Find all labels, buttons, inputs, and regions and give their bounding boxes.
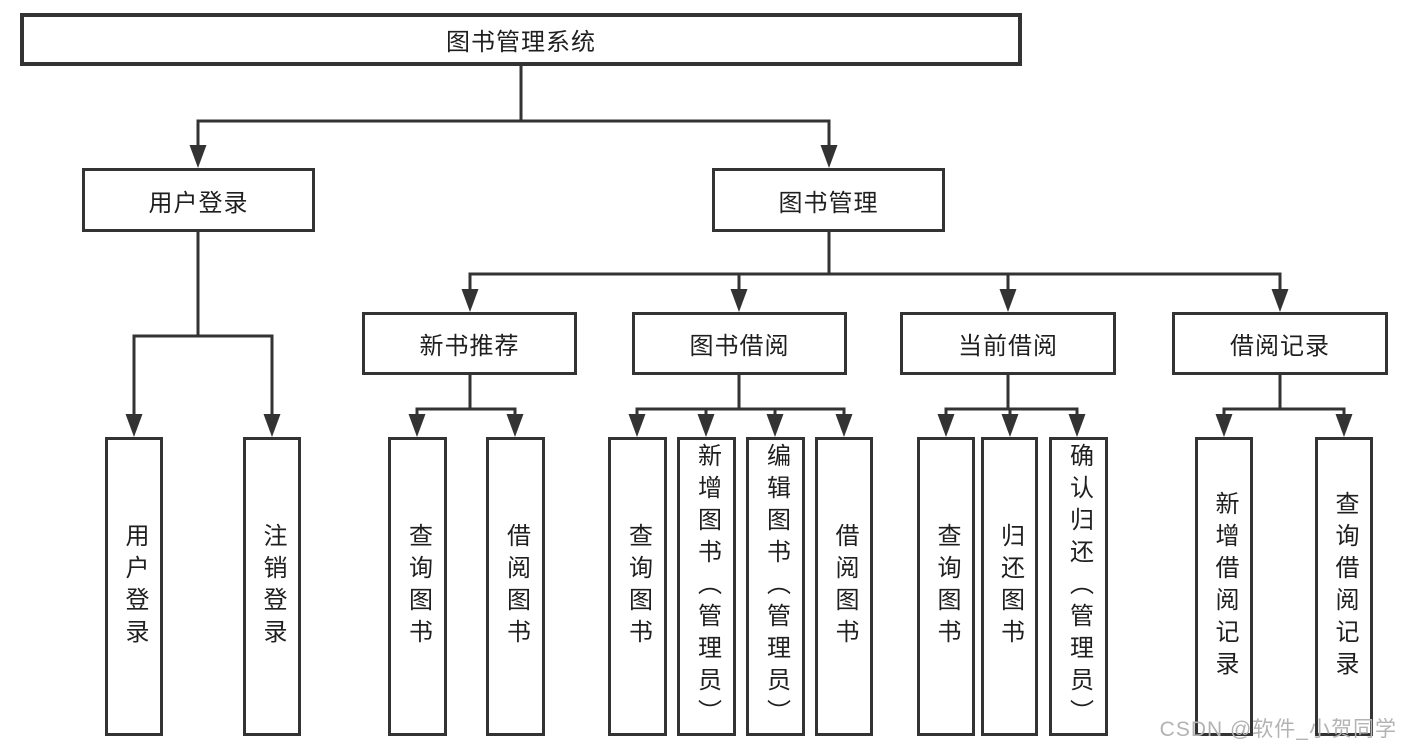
watermark: CSDN @软件_小贺同学 — [1159, 718, 1397, 741]
leaf-add-borrow-record: 新增借阅记录 — [1195, 437, 1253, 736]
node-borrowing-records: 借阅记录 — [1172, 312, 1388, 375]
node-user-login: 用户登录 — [82, 168, 315, 232]
leaf-logout: 注销登录 — [243, 437, 301, 736]
leaf-user-login: 用户登录 — [105, 437, 163, 736]
leaf-return-book: 归还图书 — [981, 437, 1038, 736]
node-new-book-recommendation: 新书推荐 — [362, 312, 577, 375]
leaf-confirm-return-admin: 确认归还（管理员） — [1049, 437, 1108, 736]
leaf-edit-book-admin: 编辑图书（管理员） — [746, 437, 805, 736]
leaf-query-books-current: 查询图书 — [917, 437, 975, 736]
leaf-add-book-admin: 新增图书（管理员） — [677, 437, 736, 736]
node-current-borrowing: 当前借阅 — [900, 312, 1116, 375]
leaf-borrow-books-recommend: 借阅图书 — [486, 437, 545, 736]
node-library-management-system: 图书管理系统 — [20, 13, 1022, 66]
leaf-borrow-books-borrowing: 借阅图书 — [815, 437, 873, 736]
leaf-query-books-recommend: 查询图书 — [388, 437, 447, 736]
leaf-query-borrow-record: 查询借阅记录 — [1315, 437, 1373, 736]
leaf-query-books-borrowing: 查询图书 — [608, 437, 667, 736]
node-book-management: 图书管理 — [712, 168, 945, 232]
node-book-borrowing: 图书借阅 — [632, 312, 847, 375]
